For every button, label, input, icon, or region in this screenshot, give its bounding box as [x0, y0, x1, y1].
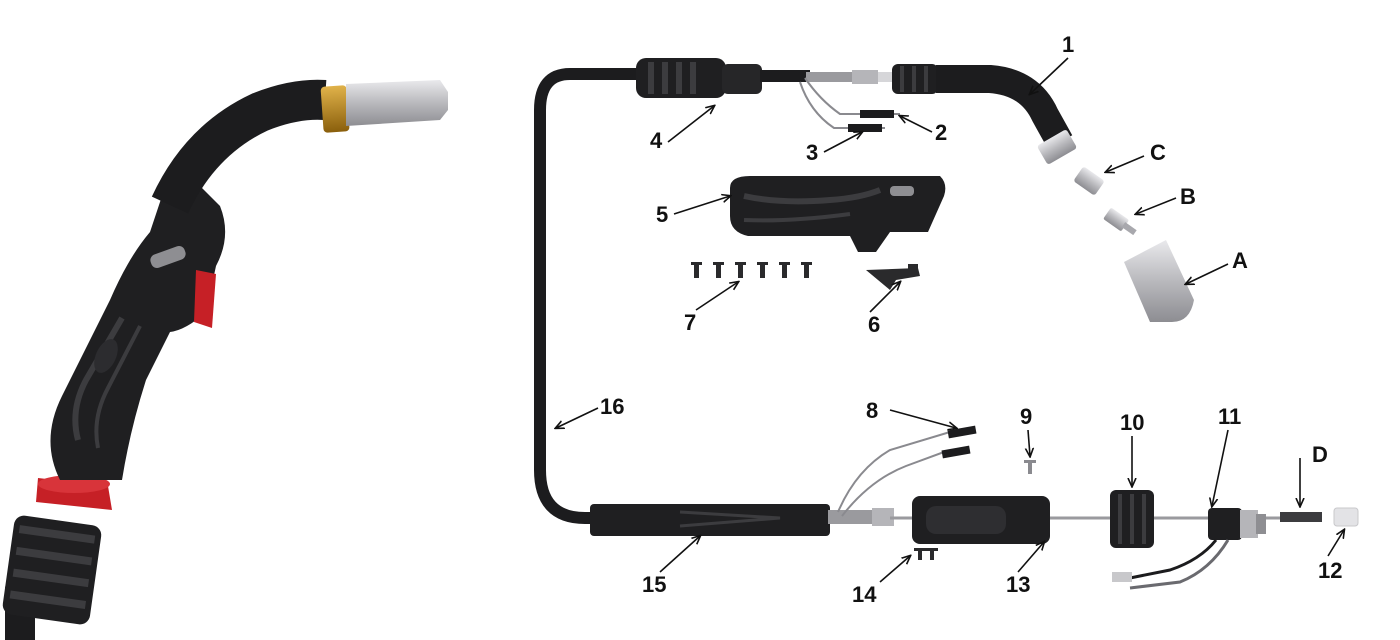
- callout-15: 15: [642, 572, 666, 597]
- part-10-locking-nut-icon: [1110, 490, 1154, 548]
- gas-nozzle-icon: [346, 80, 448, 126]
- part-13-grip-sleeve-icon: [912, 496, 1050, 544]
- callout-11: 11: [1218, 404, 1241, 429]
- screw-icon: [1028, 462, 1032, 474]
- callout-10: 10: [1120, 410, 1144, 435]
- part-15-rear-sleeve-icon: [590, 504, 830, 536]
- callout-8: 8: [866, 398, 878, 423]
- callout-1: 1: [1062, 32, 1074, 57]
- callout-4: 4: [650, 128, 663, 153]
- gas-nozzle-icon: [1124, 240, 1194, 322]
- cable-icon: [534, 68, 640, 524]
- callout-16: 16: [600, 394, 624, 419]
- screw-icon: [691, 262, 812, 278]
- euro-connector-icon: [1112, 508, 1266, 590]
- callout-6: 6: [868, 312, 880, 337]
- callout-13: 13: [1006, 572, 1030, 597]
- swan-neck-icon: [151, 79, 327, 214]
- handle-shell-icon: [730, 176, 946, 252]
- callout-3: 3: [806, 140, 818, 165]
- trigger-icon: [194, 270, 216, 328]
- callout-D: D: [1312, 442, 1328, 467]
- part-3-wire-end-icon: [848, 124, 882, 132]
- euro-connector-icon: [2, 515, 102, 625]
- callout-7: 7: [684, 310, 696, 335]
- callout-C: C: [1150, 140, 1166, 165]
- leader-lines: [556, 57, 1344, 583]
- part-d-liner-end-icon: [1280, 512, 1322, 522]
- brass-ring-icon: [320, 85, 350, 133]
- part-2-wire-end-icon: [860, 110, 894, 118]
- callout-12: 12: [1318, 558, 1342, 583]
- contact-tip-icon: [1103, 208, 1137, 236]
- swan-neck-icon: [892, 64, 1077, 164]
- screw-icon: [914, 548, 938, 560]
- part-12-guide-tube-icon: [1333, 507, 1359, 527]
- tip-holder-icon: [1074, 167, 1104, 195]
- callout-B: B: [1180, 184, 1196, 209]
- callout-14: 14: [852, 582, 877, 607]
- callout-5: 5: [656, 202, 668, 227]
- welding-torch-icon: [2, 79, 448, 640]
- callout-2: 2: [935, 120, 947, 145]
- trigger-icon: [866, 268, 920, 290]
- callout-9: 9: [1020, 404, 1032, 429]
- part-8-wire-end-icon: [947, 425, 977, 439]
- part-4-handle-connector-icon: [636, 58, 810, 98]
- callout-A: A: [1232, 248, 1248, 273]
